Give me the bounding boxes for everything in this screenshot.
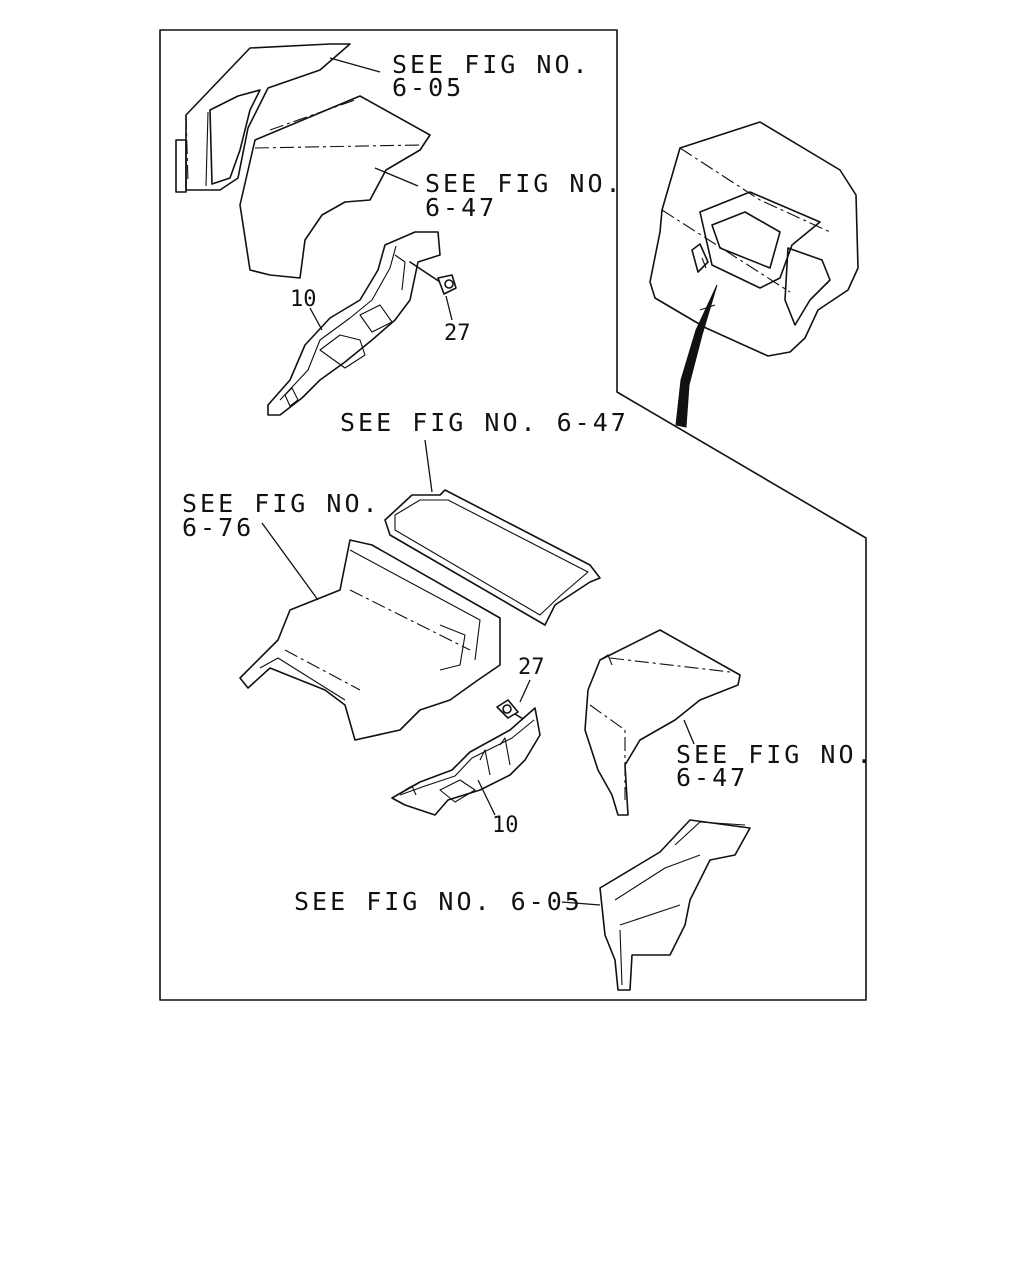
callout-floor-line1: SEE FIG NO. [182,489,381,518]
top-fender-panel [175,43,351,193]
inset-pointer [675,284,718,428]
vehicle-inset-view [649,121,859,428]
diagram-frame [159,29,867,1001]
callout-middle-panel: SEE FIG NO. 6-47 [340,408,629,437]
bottom-fender-panel [599,819,751,991]
callout-top-fender-line2: 6-05 [392,73,464,102]
part-number-27-lower: 27 [518,655,545,680]
part-number-10-lower: 10 [492,813,519,838]
part-number-27-upper: 27 [444,321,471,346]
callout-right-wheelhouse-line1: SEE FIG NO. [676,740,875,769]
callout-right-wheelhouse-line2: 6-47 [676,763,748,792]
lower-bracket [391,707,541,816]
callout-top-wheelhouse-line1: SEE FIG NO. [425,169,624,198]
callout-floor-line2: 6-76 [182,513,254,542]
leader-lines [261,57,695,906]
middle-floor-panel [384,489,601,626]
upper-bolt [409,261,457,295]
callout-top-wheelhouse-line2: 6-47 [425,193,497,222]
right-wheelhouse-panel [584,629,741,816]
part-number-10-upper: 10 [290,287,317,312]
floor-panel [239,539,501,741]
callout-top-fender-line1: SEE FIG NO. [392,50,591,79]
callout-bottom-fender: SEE FIG NO. 6-05 [294,887,583,916]
upper-bracket [267,231,441,416]
top-wheelhouse-panel [239,95,431,279]
